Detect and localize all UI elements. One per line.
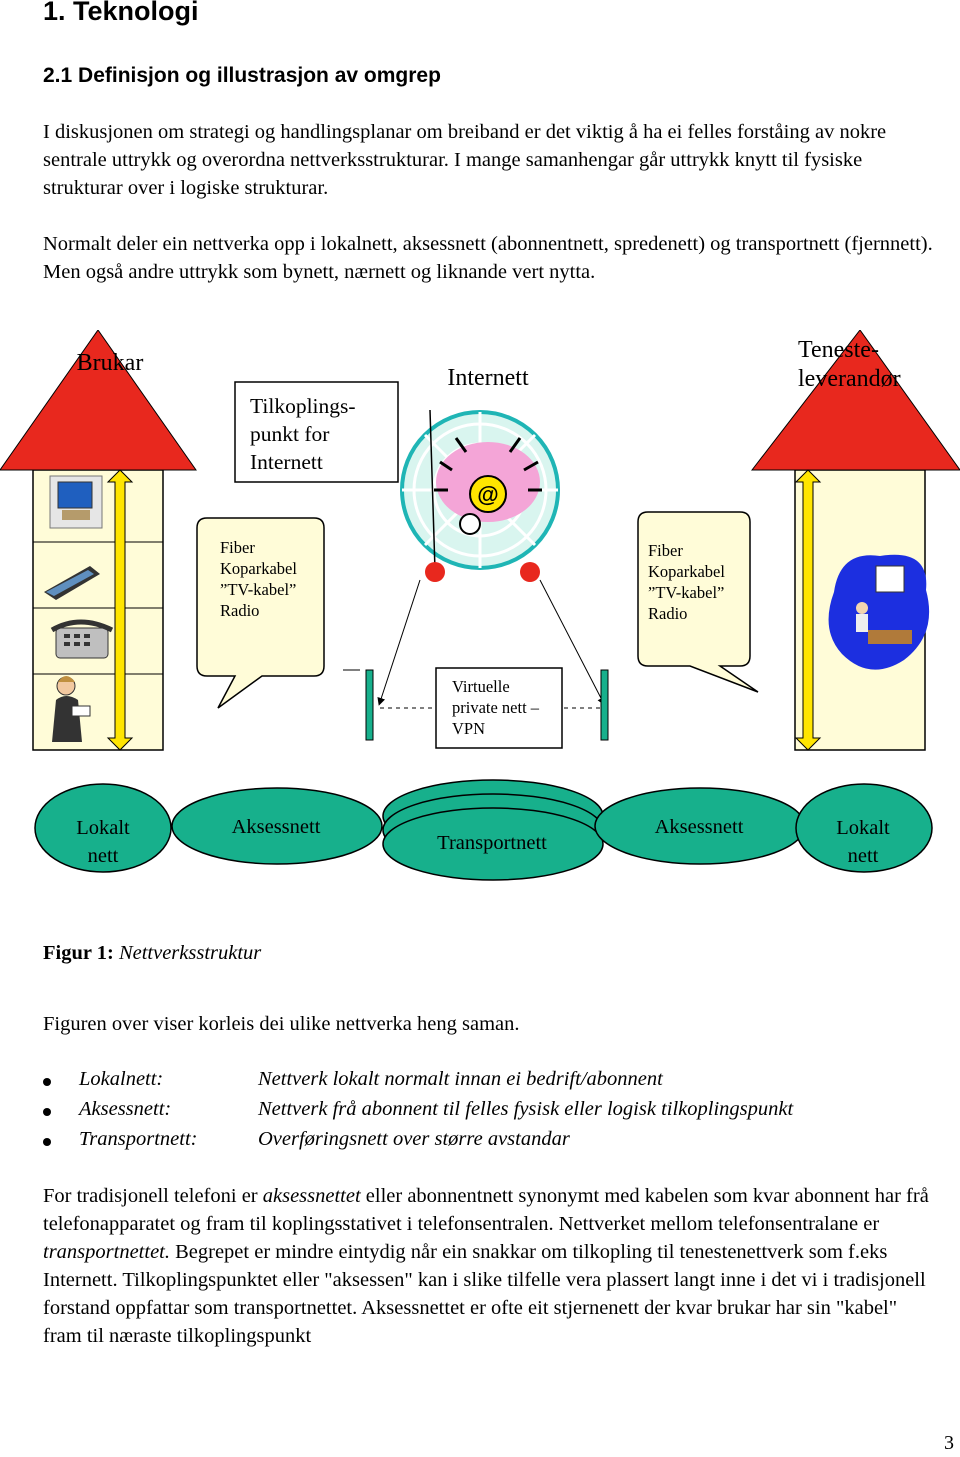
vpn-connection	[343, 579, 609, 741]
page-number: 3	[944, 1432, 954, 1454]
section-heading: 2.1 Definisjon og illustrasjon av omgrep	[43, 64, 441, 87]
internet-web-icon: @	[400, 409, 560, 582]
label-tenesteleverandor: Teneste-leverandør	[798, 337, 901, 392]
figure-description: Figuren over viser korleis dei ulike net…	[43, 1013, 520, 1035]
callout-right	[637, 511, 759, 693]
access-point-box	[234, 381, 399, 483]
oval-aksessnett-left: Aksessnett	[231, 816, 321, 838]
telephony-paragraph: For tradisjonell telefoni er aksessnette…	[43, 1185, 929, 1347]
label-brukar: Brukar	[76, 350, 144, 376]
page-heading: 1. Teknologi	[43, 0, 199, 26]
person-icon	[52, 676, 91, 742]
office-worker-icon	[828, 554, 930, 670]
telephone-icon	[50, 619, 114, 659]
oval-aksessnett-right: Aksessnett	[654, 816, 744, 838]
intro-paragraph: I diskusjonen om strategi og handlingspl…	[43, 121, 887, 199]
computer-icon	[49, 475, 103, 529]
vpn-box	[435, 667, 563, 749]
network-ovals	[34, 779, 933, 881]
callout-left	[196, 517, 325, 709]
network-structure-diagram: @	[0, 330, 960, 890]
figure-caption: Figur 1: Nettverksstruktur	[43, 942, 262, 964]
laptop-icon	[44, 566, 100, 600]
user-house	[0, 330, 197, 751]
svg-text:@: @	[477, 482, 498, 507]
oval-transportnett: Transportnett	[437, 832, 547, 854]
network-paragraph: Normalt deler ein nettverka opp i lokaln…	[43, 233, 933, 283]
label-internett: Internett	[447, 365, 529, 391]
